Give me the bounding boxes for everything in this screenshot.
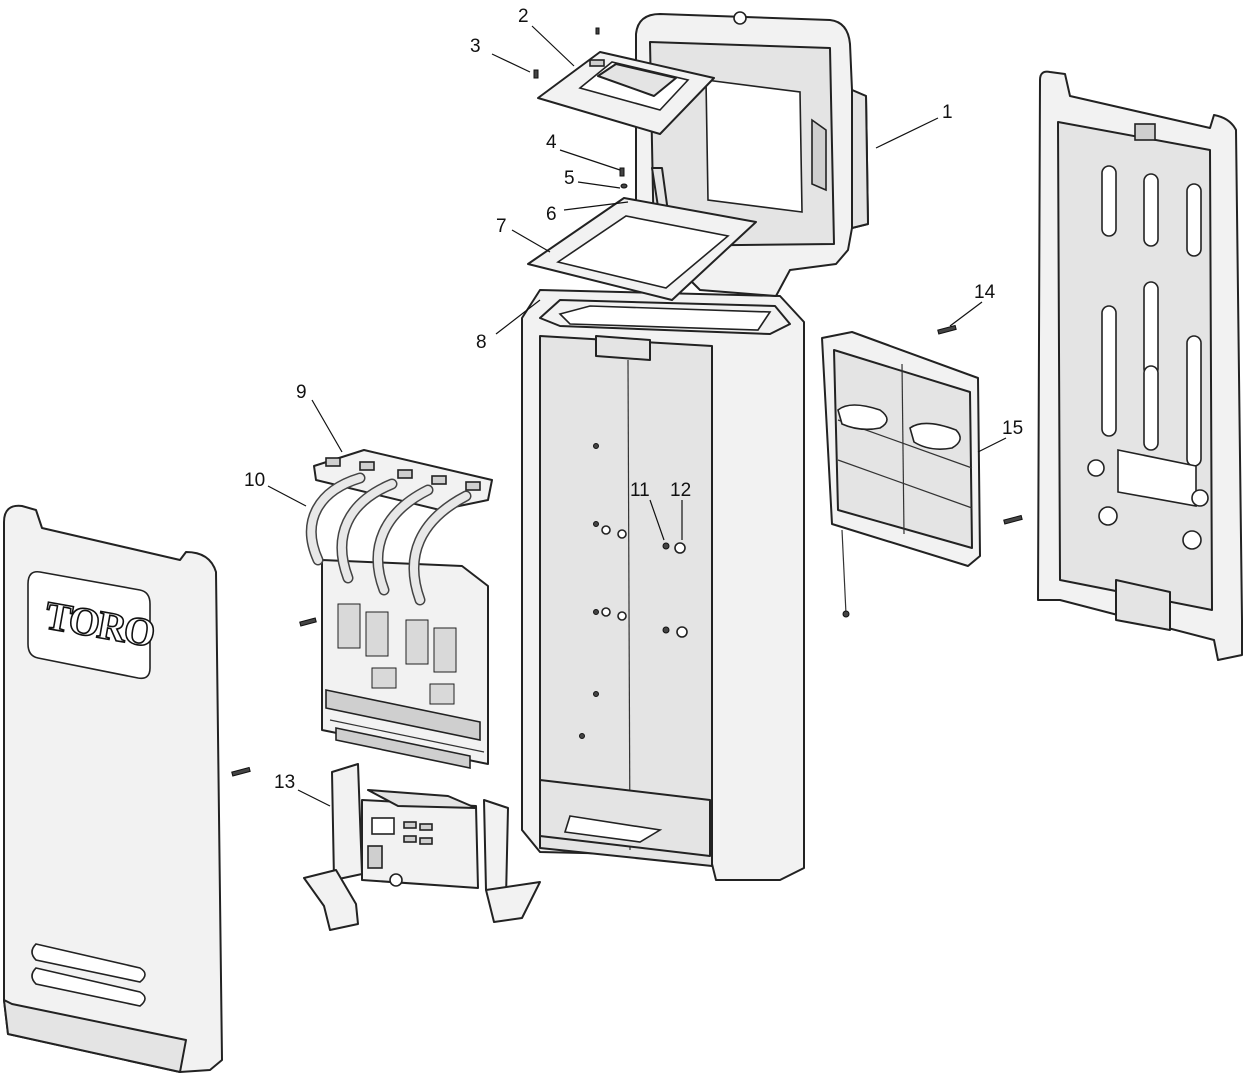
callout-12: 12	[670, 480, 691, 501]
power-supply-bracket	[303, 763, 541, 931]
callout-1: 1	[942, 102, 953, 123]
callout-7: 7	[496, 216, 507, 237]
callout-14: 14	[974, 282, 996, 303]
callout-9: 9	[296, 382, 307, 403]
callout-labels: 1 2 3 4 5 6 7 8 9 10 11 12 13 14 15	[244, 6, 1023, 793]
callout-8: 8	[476, 332, 487, 353]
callout-3: 3	[470, 36, 481, 57]
leader-lines	[267, 25, 1007, 807]
callout-15: 15	[1002, 418, 1023, 439]
gasket-frame	[527, 197, 757, 301]
ribbon-header-board	[313, 449, 493, 511]
rear-back-panel	[1037, 70, 1243, 661]
callout-4: 4	[546, 132, 557, 153]
front-door-panel: TORO	[3, 504, 251, 1073]
callout-10: 10	[244, 470, 265, 491]
terminal-panel	[821, 324, 1023, 618]
display-plate	[537, 51, 715, 135]
enclosure-box	[521, 289, 805, 881]
relay-board-assembly	[299, 472, 489, 769]
callout-2: 2	[518, 6, 529, 27]
callout-13: 13	[274, 772, 295, 793]
callout-5: 5	[564, 168, 575, 189]
callout-6: 6	[546, 204, 557, 225]
callout-11: 11	[630, 480, 650, 501]
